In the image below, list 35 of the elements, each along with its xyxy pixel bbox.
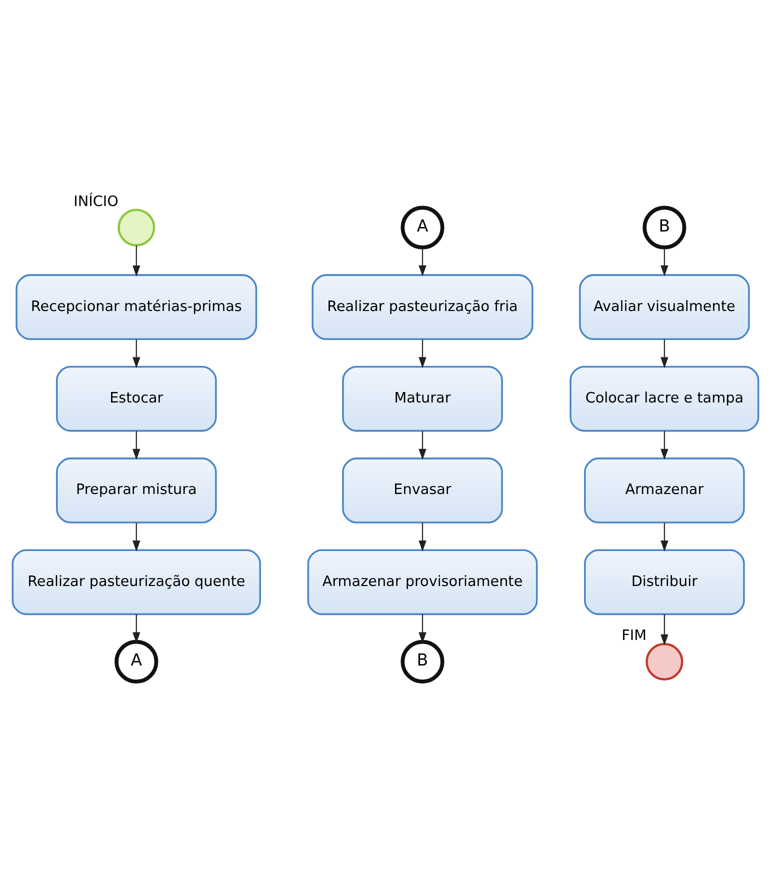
node-circle: A	[114, 639, 158, 684]
arrow	[660, 339, 668, 368]
node-box: Distribuir	[584, 548, 745, 615]
node-label: INÍCIO	[74, 193, 118, 210]
arrow	[660, 522, 668, 552]
arrow	[132, 614, 140, 643]
arrow	[418, 339, 426, 368]
node-box: Armazenar	[584, 457, 745, 523]
node-box: Colocar lacre e tampa	[570, 365, 760, 432]
node-circle: A	[400, 205, 444, 249]
node-circle: B	[400, 639, 444, 684]
node-box: Preparar mistura	[56, 457, 217, 523]
node-box: Realizar pasteurização quente	[12, 548, 261, 615]
arrow	[418, 614, 426, 643]
node-box: Avaliar visualmente	[579, 274, 750, 340]
arrow	[418, 522, 426, 552]
node-circle	[646, 642, 684, 680]
arrow	[418, 430, 426, 460]
node-box: Estocar	[56, 365, 217, 432]
node-label: FIM	[622, 628, 646, 644]
arrow	[660, 614, 668, 645]
arrow	[132, 339, 140, 368]
arrow	[132, 244, 140, 276]
arrow	[418, 247, 426, 276]
node-box: Envasar	[342, 457, 503, 523]
node-circle	[118, 208, 156, 246]
node-box: Armazenar provisoriamente	[307, 548, 538, 615]
node-box: Recepcionar matérias-primas	[16, 274, 258, 340]
arrow	[660, 247, 668, 276]
arrow	[132, 430, 140, 460]
node-circle: B	[642, 205, 686, 249]
arrow	[132, 522, 140, 552]
node-box: Realizar pasteurização fria	[312, 274, 534, 340]
node-box: Maturar	[342, 365, 503, 432]
arrow	[660, 430, 668, 460]
